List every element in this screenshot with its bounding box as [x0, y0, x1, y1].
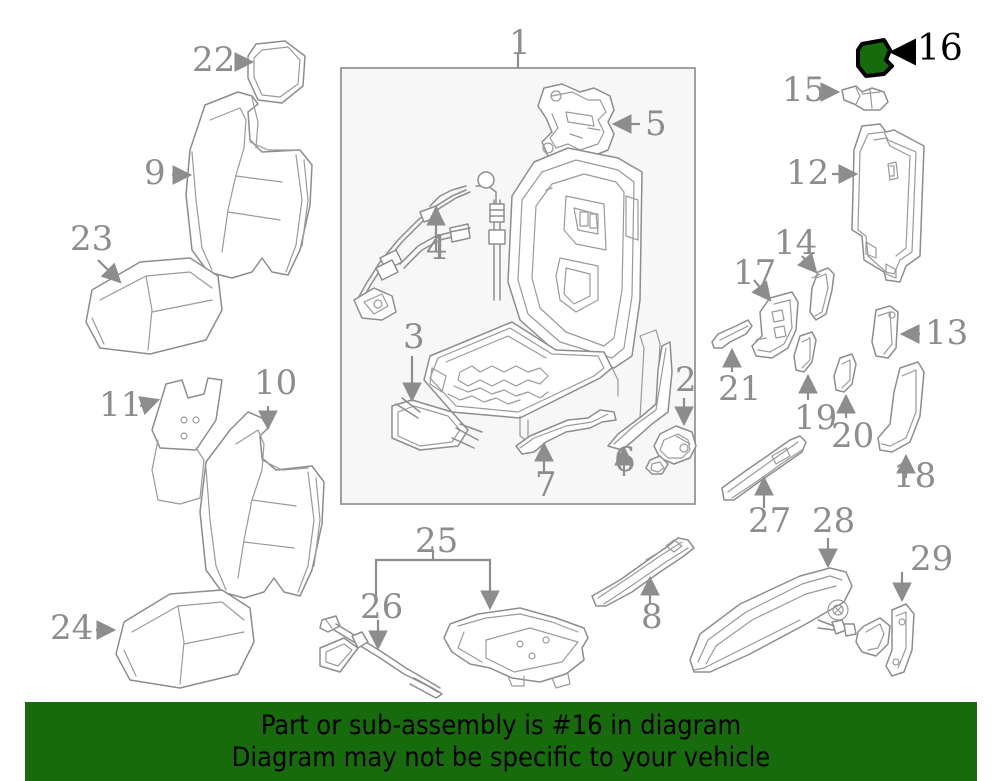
info-banner: Part or sub-assembly is #16 in diagram D…: [25, 702, 977, 781]
part-4-release-cable: [353, 171, 506, 321]
callout-label-8: 8: [641, 597, 663, 637]
callout-label-19: 19: [794, 398, 838, 438]
part-23-seat-cushion: [85, 257, 223, 355]
callout-label-20: 20: [831, 416, 875, 456]
part-24-lower-cushion: [115, 589, 255, 689]
callout-label-27: 27: [748, 501, 792, 541]
callout-label-16: 16: [917, 28, 963, 69]
leader-17: [751, 279, 772, 302]
part-10-seat-back-foam: [199, 411, 325, 599]
part-19-wedge: [793, 331, 817, 373]
callout-label-5: 5: [645, 104, 667, 144]
part-14-clip: [809, 267, 835, 321]
part-26-harness: [319, 615, 443, 699]
banner-line-1: Part or sub-assembly is #16 in diagram: [260, 709, 742, 741]
callout-label-11: 11: [99, 385, 143, 425]
part-27-side-rail-trim: [721, 435, 807, 501]
part-18-outer-cover: [877, 361, 925, 453]
callout-label-24: 24: [50, 608, 94, 648]
part-21-trim-strip: [711, 319, 753, 349]
part-20-wedge-lower: [833, 353, 857, 393]
banner-line-2: Diagram may not be specific to your vehi…: [231, 741, 771, 773]
callout-label-4: 4: [426, 228, 448, 268]
callout-label-2: 2: [675, 360, 697, 400]
callout-label-3: 3: [403, 317, 425, 357]
callout-label-7: 7: [535, 465, 557, 505]
part-5-bracket: [537, 83, 615, 161]
callout-label-1: 1: [509, 23, 531, 63]
callout-label-29: 29: [910, 539, 954, 579]
leader-11: [138, 396, 161, 415]
part-9-seat-back-cover: [185, 91, 313, 279]
part-22-headrest: [247, 40, 306, 104]
part-16-highlighted: [856, 38, 894, 78]
callout-label-15: 15: [782, 70, 826, 110]
part-28-armrest: [689, 567, 853, 673]
callout-label-28: 28: [812, 501, 856, 541]
callout-label-18: 18: [893, 456, 937, 496]
callout-label-17: 17: [733, 253, 777, 293]
callout-label-22: 22: [192, 40, 236, 80]
seat-frame-assembly: [423, 147, 661, 443]
part-12-back-panel: [851, 123, 925, 283]
part-13-trim-cap: [871, 305, 899, 359]
callout-label-9: 9: [144, 153, 166, 193]
callout-label-23: 23: [70, 219, 114, 259]
callout-label-25: 25: [415, 521, 459, 561]
part-15-knob: [841, 85, 889, 111]
part-29-hinge: [817, 603, 915, 677]
part-17-side-shield: [751, 291, 799, 359]
callout-label-6: 6: [614, 440, 636, 480]
callout-label-14: 14: [774, 223, 818, 263]
part-6-lever-right: [607, 341, 673, 451]
callout-label-12: 12: [786, 153, 830, 193]
part-8-track-rail: [591, 537, 695, 607]
callout-label-26: 26: [360, 587, 404, 627]
leader-25-bracket: [374, 550, 500, 611]
callout-label-21: 21: [718, 369, 762, 409]
callout-label-13: 13: [925, 313, 969, 353]
part-11-pad-insert: [151, 377, 223, 505]
part-2-recliner-motor: [645, 425, 697, 475]
part-25-tray-bracket: [443, 607, 589, 689]
leader-23: [97, 259, 122, 284]
leader-14: [796, 252, 818, 274]
callout-label-10: 10: [254, 363, 298, 403]
part-3-wire-panel: [391, 397, 483, 451]
